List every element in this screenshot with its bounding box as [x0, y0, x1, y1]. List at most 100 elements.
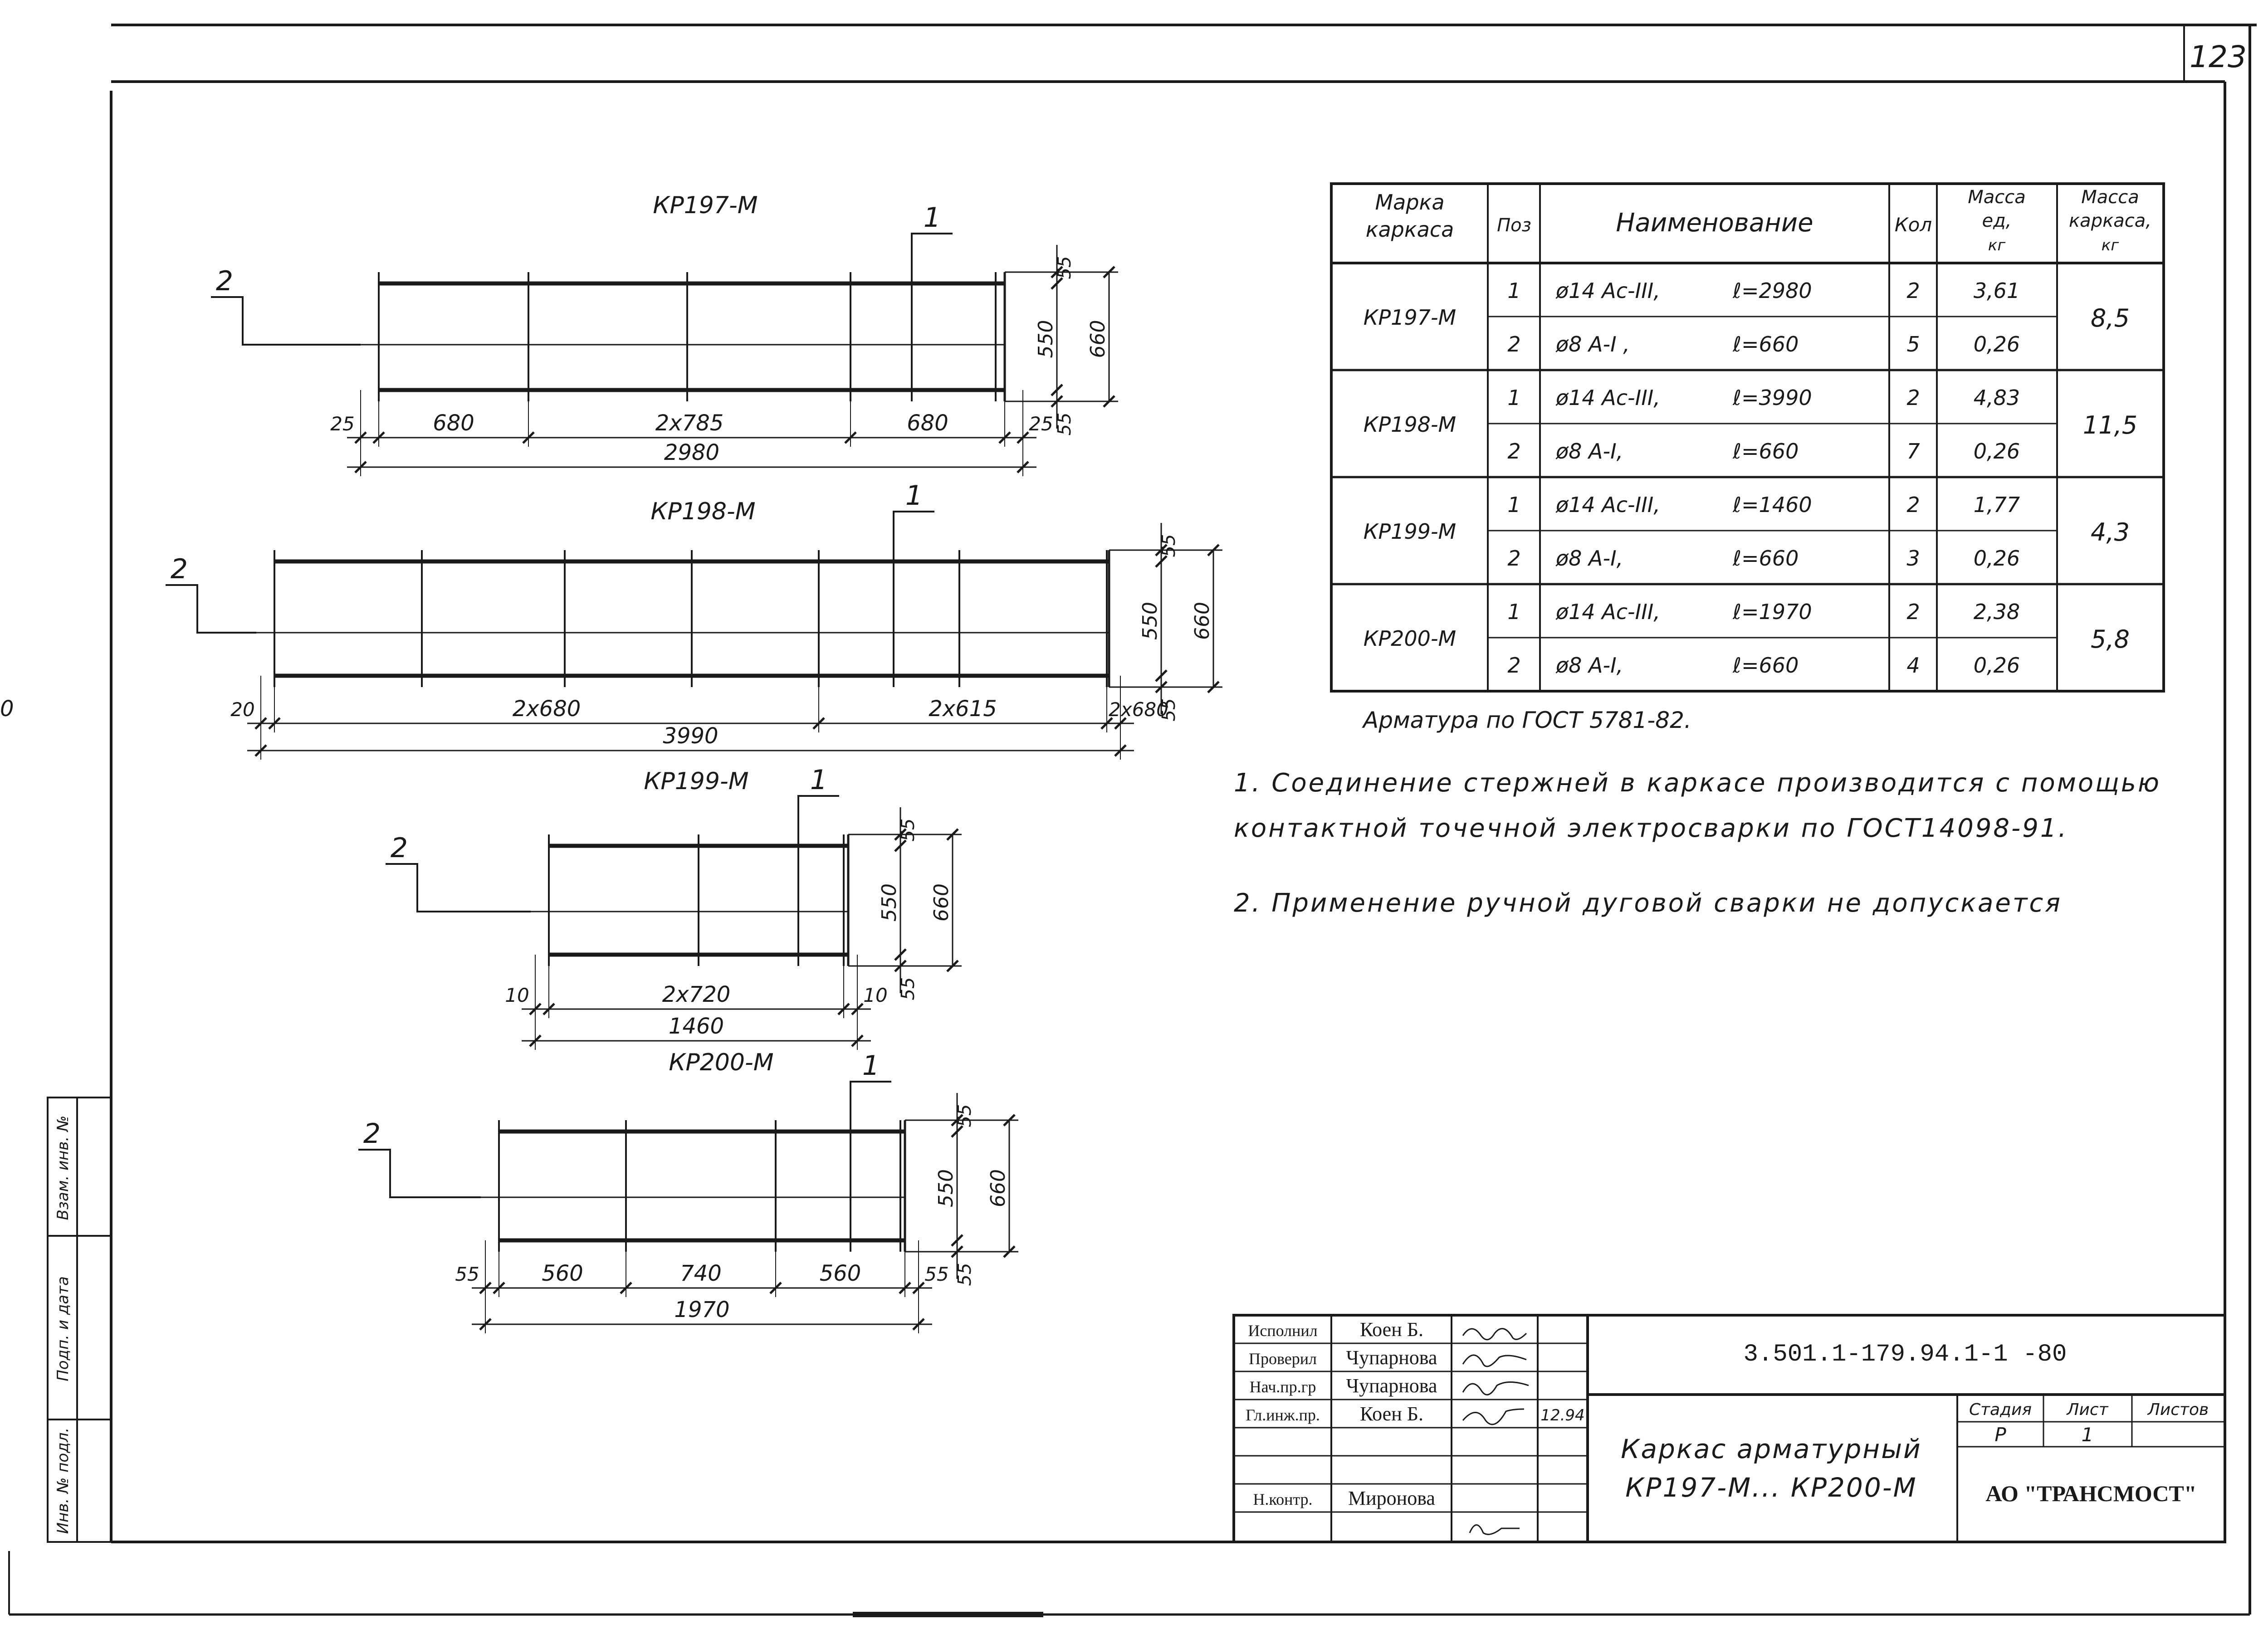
spec-frame-mass-cell: 4,3	[2091, 518, 2130, 546]
leader-pos-2	[211, 296, 361, 346]
leader-pos-2	[166, 584, 256, 634]
header-frame-mass: Масса	[2081, 187, 2139, 208]
segment-dim-label: 20	[0, 696, 14, 722]
dim-tick	[1051, 395, 1063, 408]
spec-pos-cell: 2	[1507, 653, 1520, 678]
spec-length-cell: ℓ=3990	[1732, 385, 1812, 410]
dim-label: 55	[1158, 534, 1179, 557]
tb-role-cell: Гл.инж.пр.	[1246, 1406, 1320, 1424]
organization: АО "ТРАНСМОСТ"	[1985, 1481, 2196, 1506]
dim-tick	[946, 960, 959, 972]
position-tag-1: 1	[810, 764, 827, 796]
dim-tick	[522, 431, 535, 444]
dim-label: 660	[987, 1169, 1010, 1207]
segment-dim-label: 25	[330, 413, 354, 435]
spec-mass-cell: 0,26	[1974, 546, 2020, 571]
spec-mass-cell: 0,26	[1974, 653, 2020, 678]
sheet-value: 1	[2082, 1424, 2094, 1446]
header-frame-mass: кг	[2102, 236, 2120, 254]
spec-frame-mass-cell: 8,5	[2091, 304, 2130, 332]
frame-mark-label: КР197-М	[653, 192, 758, 219]
dim-label: 55	[898, 819, 919, 842]
dim-tick	[372, 431, 385, 444]
dim-tick	[1103, 395, 1115, 408]
spec-mark-cell: КР199-М	[1364, 519, 1456, 544]
header-unit-mass: ед,	[1982, 210, 2012, 231]
stage-value: Р	[1994, 1424, 2006, 1446]
segment-dim-label: 2x680	[513, 696, 581, 722]
dim-tick	[1100, 717, 1113, 730]
spec-qty-cell: 4	[1906, 653, 1920, 678]
drawing-code: 3.501.1-179.94.1-1 -80	[1744, 1341, 2067, 1368]
tb-date-cell: 12.94	[1540, 1406, 1584, 1424]
spec-mark-cell: КР197-М	[1364, 305, 1456, 330]
position-tag-1: 1	[862, 1050, 880, 1082]
dim-tick	[894, 948, 907, 961]
tb-name-cell: Коен Б.	[1360, 1403, 1423, 1425]
dim-label: 660	[930, 883, 953, 922]
sheet-label: Лист	[2066, 1400, 2108, 1419]
dim-tick	[769, 1282, 782, 1294]
margin-label-signature: Подп. и дата	[54, 1276, 72, 1381]
spec-mass-cell: 0,26	[1974, 332, 2020, 356]
header-name: Наименование	[1616, 208, 1813, 238]
spec-length-cell: ℓ=1970	[1732, 600, 1812, 624]
dim-tick	[951, 1114, 963, 1127]
leader-pos-2	[358, 1149, 481, 1198]
dim-label: 55	[1054, 256, 1075, 279]
position-tag-1: 1	[905, 480, 923, 512]
segment-dim-label: 2x785	[655, 410, 724, 436]
overall-dim-label: 3990	[663, 723, 718, 749]
dim-tick	[1155, 669, 1168, 682]
dim-tick	[1155, 681, 1168, 693]
page-number: 123	[2190, 39, 2247, 74]
position-tag-2: 2	[391, 832, 408, 864]
spec-pos-cell: 1	[1507, 278, 1520, 303]
dim-tick	[1003, 1245, 1016, 1258]
spec-name-cell: ø14 Ас-ІІІ,	[1555, 385, 1660, 410]
dim-label: 550	[1139, 602, 1162, 640]
spec-pos-cell: 2	[1507, 546, 1520, 571]
margin-stamp	[47, 1097, 112, 1543]
frame-2: КР198-М215555066055202x6802x6152x6802039…	[0, 480, 1222, 760]
dim-tick	[1003, 1114, 1016, 1127]
dim-tick	[899, 1282, 911, 1294]
sheets-label: Листов	[2147, 1400, 2209, 1419]
title-line-2: КР197-М... КР200-М	[1625, 1472, 1917, 1503]
segment-dim-label: 740	[680, 1261, 722, 1286]
sheet-frame	[8, 24, 2257, 1617]
tb-name-cell: Миронова	[1348, 1487, 1435, 1509]
overall-dim-label: 1970	[674, 1297, 729, 1322]
spec-name-cell: ø8 А-І,	[1555, 546, 1623, 571]
dim-label: 55	[954, 1263, 975, 1286]
dim-tick	[354, 461, 367, 473]
spec-length-cell: ℓ=660	[1732, 546, 1799, 571]
leader-pos-1	[893, 511, 934, 561]
spec-mass-cell: 2,38	[1974, 600, 2020, 624]
steel-note: Арматура по ГОСТ 5781-82.	[1362, 707, 1691, 733]
header-mark: каркаса	[1366, 217, 1454, 242]
header-pos: Поз	[1497, 215, 1531, 236]
spec-length-cell: ℓ=2980	[1732, 278, 1812, 303]
segment-dim-label: 10	[863, 984, 887, 1006]
segment-dim-label: 2x615	[929, 696, 997, 722]
segment-dim-label: 25	[1029, 413, 1053, 435]
spec-length-cell: ℓ=660	[1732, 332, 1799, 356]
dim-tick	[894, 839, 907, 852]
dim-tick	[912, 1318, 925, 1331]
dim-tick	[1017, 461, 1029, 473]
spec-pos-cell: 1	[1507, 385, 1520, 410]
segment-dim-label: 560	[820, 1261, 861, 1286]
spec-qty-cell: 7	[1906, 439, 1920, 463]
frame-mark-label: КР198-М	[650, 498, 755, 525]
dim-tick	[1103, 266, 1115, 278]
leader-pos-1	[850, 1081, 891, 1132]
spec-frame-mass-cell: 5,8	[2091, 625, 2130, 654]
dim-tick	[951, 1125, 963, 1138]
spec-mark-cell: КР200-М	[1364, 626, 1456, 651]
table-border	[1330, 182, 2165, 693]
spec-qty-cell: 2	[1906, 493, 1920, 517]
spec-mass-cell: 1,77	[1974, 493, 2020, 517]
